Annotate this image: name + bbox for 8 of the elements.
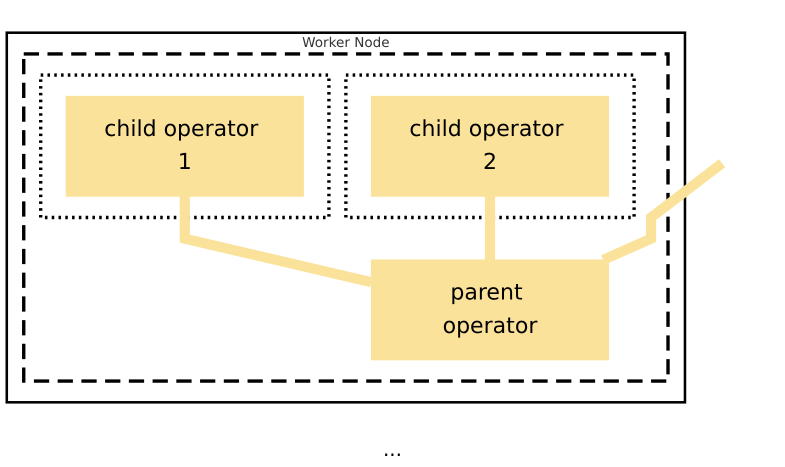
node-box: parent operator [370, 259, 610, 360]
connector [484, 196, 496, 260]
node-box: child operator 1 [66, 96, 304, 197]
connector [180, 196, 372, 288]
ellipsis-label: ... [382, 437, 402, 461]
node-box: child operator 2 [370, 96, 610, 197]
cluster [22, 52, 670, 383]
connector [601, 159, 726, 265]
